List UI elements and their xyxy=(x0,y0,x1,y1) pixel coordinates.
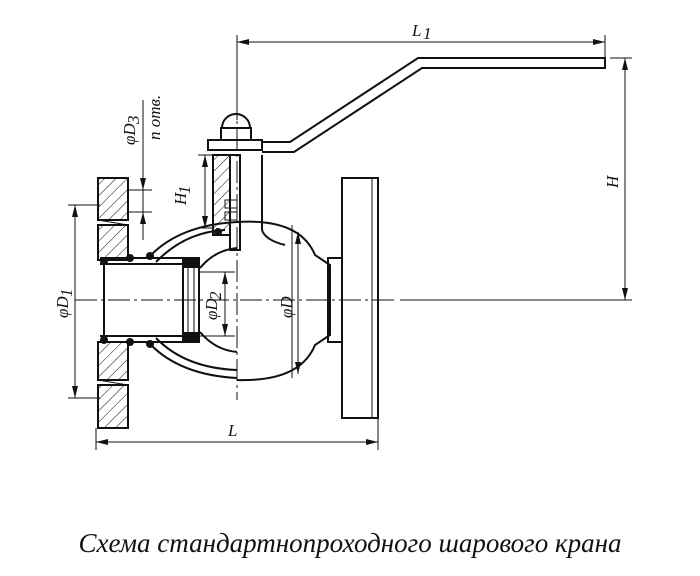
svg-text:φD: φD xyxy=(202,298,221,320)
svg-text:1: 1 xyxy=(175,186,194,195)
dimension-L: L xyxy=(95,418,379,450)
dimension-D1: φD 1 xyxy=(53,204,100,399)
stem-nut xyxy=(207,113,263,151)
dimension-D: φD xyxy=(277,232,301,374)
valve-body xyxy=(149,220,343,382)
svg-text:φD: φD xyxy=(277,296,296,318)
svg-text:L: L xyxy=(411,21,421,40)
dimension-D3: φD 3 n отв. xyxy=(120,95,164,240)
left-flange xyxy=(97,177,129,429)
holes-label: n отв. xyxy=(145,95,164,140)
dimension-D2: φD 2 xyxy=(200,271,235,337)
svg-text:φD: φD xyxy=(53,296,72,318)
right-flange xyxy=(341,177,379,419)
figure-caption: Схема стандартнопроходного шарового кран… xyxy=(78,528,622,558)
svg-text:1: 1 xyxy=(423,24,432,43)
stem-neck xyxy=(212,154,286,251)
svg-text:H: H xyxy=(171,191,190,206)
dimension-H: H xyxy=(400,57,632,301)
svg-text:H: H xyxy=(603,174,622,189)
svg-text:φD: φD xyxy=(120,123,139,145)
dimension-L1: L 1 xyxy=(236,21,606,120)
handle-lever xyxy=(262,57,606,153)
svg-text:1: 1 xyxy=(57,289,76,298)
svg-text:L: L xyxy=(227,421,237,440)
svg-text:3: 3 xyxy=(124,116,143,126)
svg-text:2: 2 xyxy=(206,291,225,300)
dimension-H1: H 1 xyxy=(171,154,213,229)
inlet-pipe xyxy=(100,252,185,348)
seat-ring xyxy=(182,257,200,343)
